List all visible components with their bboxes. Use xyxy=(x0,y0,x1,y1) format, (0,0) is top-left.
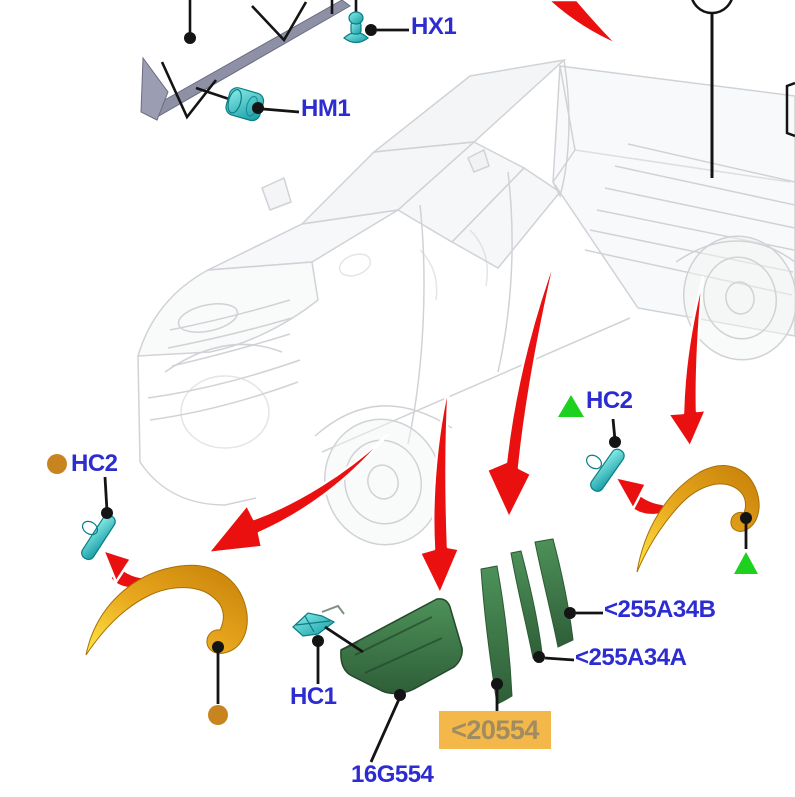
arrowhead-clip-left xyxy=(101,548,133,584)
label-hc2-left[interactable]: HC2 xyxy=(71,450,118,477)
truck-wireframe xyxy=(136,58,795,546)
arrowhead-clip-right xyxy=(613,475,648,511)
callout-circle xyxy=(691,0,795,178)
orange-circle-marker xyxy=(208,705,228,725)
front-wheel-arch-flare[interactable] xyxy=(85,564,248,656)
red-arrows xyxy=(101,0,708,596)
fastener-hx1[interactable] xyxy=(343,11,369,44)
pillar-moldings xyxy=(480,538,574,705)
label-hc1[interactable]: HC1 xyxy=(290,683,337,710)
set-markers xyxy=(47,395,758,725)
label-hx1[interactable]: HX1 xyxy=(411,13,457,40)
label-255a34b[interactable]: <255A34B xyxy=(604,596,716,623)
rear-wheel-arch-flare[interactable] xyxy=(636,465,760,573)
pillar-molding-20554[interactable] xyxy=(480,565,513,705)
fastener-hc1[interactable] xyxy=(292,612,336,637)
label-16g554[interactable]: 16G554 xyxy=(351,761,434,788)
label-20554-highlighted[interactable]: <20554 xyxy=(439,711,551,749)
arrow-to-pillar-strips xyxy=(485,250,559,520)
green-triangle-marker xyxy=(558,395,584,417)
pillar-molding-255a34a[interactable] xyxy=(510,550,543,659)
arrow-top-partial xyxy=(546,0,620,47)
arrow-to-quarter-molding xyxy=(418,381,461,596)
quarter-molding-16g554[interactable] xyxy=(321,598,463,695)
label-hm1[interactable]: HM1 xyxy=(301,95,351,122)
pillar-molding-255a34b[interactable] xyxy=(534,538,574,648)
leader-lines xyxy=(103,28,748,763)
leader-dots xyxy=(101,24,752,701)
rail-leader-lines xyxy=(160,0,358,120)
label-hc2-right[interactable]: HC2 xyxy=(586,387,633,414)
arrow-to-front-arch xyxy=(206,433,389,555)
label-255a34a[interactable]: <255A34A xyxy=(575,644,687,671)
arrow-to-rear-arch xyxy=(666,275,708,449)
orange-circle-marker xyxy=(47,454,67,474)
green-triangle-marker xyxy=(734,552,758,574)
fastener-hc2-left[interactable] xyxy=(79,513,117,562)
fastener-hc2-right[interactable] xyxy=(584,447,626,494)
